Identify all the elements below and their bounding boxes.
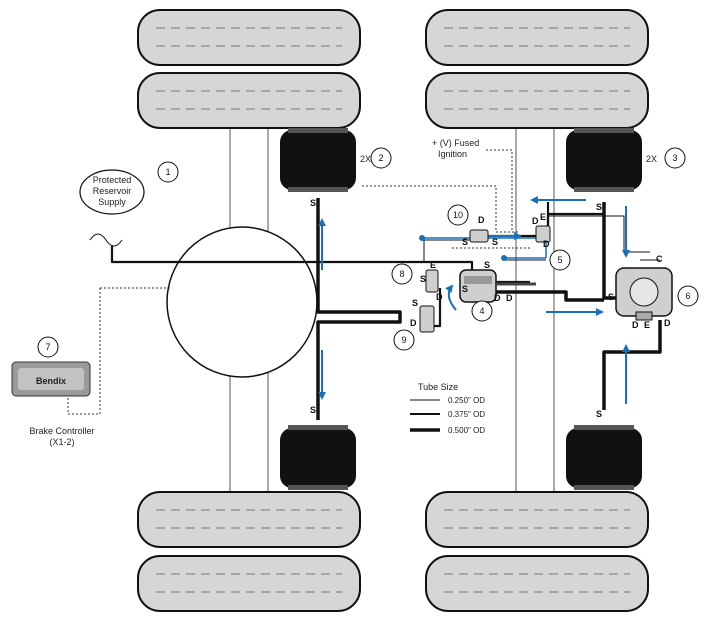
svg-text:D: D: [543, 239, 550, 249]
svg-text:S: S: [492, 237, 498, 247]
wiring: [67, 149, 530, 415]
svg-text:S: S: [596, 202, 602, 212]
tire-rear-left-outer: [137, 555, 361, 612]
tire-rear-right-inner: [425, 491, 649, 548]
reservoir-label-2: Reservoir: [93, 186, 132, 196]
svg-text:S: S: [596, 409, 602, 419]
svg-text:S: S: [310, 198, 316, 208]
air-spring-front-left: [280, 130, 356, 190]
legend-item-0250: 0.250" OD: [448, 396, 485, 405]
air-springs: [280, 128, 642, 490]
callout-6: 6: [685, 291, 690, 301]
air-spring-rear-right: [566, 428, 642, 488]
svg-text:C: C: [656, 254, 663, 264]
svg-text:D: D: [436, 292, 443, 302]
multiplier-right: 2X: [646, 154, 657, 164]
tire-front-right-outer: [425, 9, 649, 66]
relay-valve-6: [615, 267, 673, 321]
svg-text:S: S: [462, 284, 468, 294]
valve-8: [425, 269, 439, 293]
controller-label-2: (X1-2): [49, 437, 74, 447]
leveling-valve-4: [459, 269, 536, 303]
reservoir-label-3: Supply: [98, 197, 126, 207]
callout-8: 8: [399, 269, 404, 279]
valve-components: [419, 225, 673, 333]
callout-4: 4: [479, 306, 484, 316]
ignition-label-1: + (V) Fused: [432, 138, 479, 148]
svg-text:S: S: [484, 260, 490, 270]
callout-2: 2: [378, 153, 383, 163]
svg-text:D: D: [478, 215, 485, 225]
valve-9: [419, 305, 435, 333]
tube-size-legend: Tube Size 0.250" OD 0.375" OD 0.500" OD: [410, 382, 485, 435]
callout-5: 5: [557, 255, 562, 265]
controller-label-1: Brake Controller: [29, 426, 94, 436]
callout-3: 3: [672, 153, 677, 163]
tire-rear-right-outer: [425, 555, 649, 612]
valve-5-small: [535, 225, 551, 243]
ignition-label-2: Ignition: [438, 149, 467, 159]
reservoir-supply: Protected Reservoir Supply: [79, 169, 145, 215]
air-spring-rear-left: [280, 428, 356, 488]
multiplier-left: 2X: [360, 154, 371, 164]
brake-controller-module: Bendix: [11, 361, 91, 397]
svg-text:S: S: [310, 405, 316, 415]
tire-front-left-outer: [137, 9, 361, 66]
tire-rear-left-inner: [137, 491, 361, 548]
svg-text:S: S: [420, 274, 426, 284]
tires: [137, 9, 649, 612]
svg-text:D: D: [532, 216, 539, 226]
tire-front-left-inner: [137, 72, 361, 129]
legend-title: Tube Size: [418, 382, 458, 392]
callout-9: 9: [401, 335, 406, 345]
differential-housing: [166, 226, 318, 378]
tubing-0500: [316, 198, 662, 420]
air-spring-front-right: [566, 130, 642, 190]
bendix-logo: Bendix: [36, 376, 66, 386]
svg-text:D: D: [410, 318, 417, 328]
legend-item-0375: 0.375" OD: [448, 410, 485, 419]
svg-text:S: S: [462, 237, 468, 247]
reservoir-label-1: Protected: [93, 175, 132, 185]
legend-item-0500: 0.500" OD: [448, 426, 485, 435]
svg-text:D: D: [632, 320, 639, 330]
tire-front-right-inner: [425, 72, 649, 129]
svg-text:D: D: [494, 293, 501, 303]
svg-text:S: S: [608, 292, 614, 302]
svg-text:D: D: [506, 293, 513, 303]
svg-text:S: S: [412, 298, 418, 308]
callouts: 1 2 3 4 5 6 7 8 9 10: [37, 147, 699, 358]
callout-10: 10: [453, 210, 463, 220]
valve-10: [469, 229, 489, 243]
svg-text:E: E: [430, 260, 436, 270]
svg-text:D: D: [664, 318, 671, 328]
callout-1: 1: [165, 167, 170, 177]
svg-text:E: E: [540, 212, 546, 222]
callout-7: 7: [45, 342, 50, 352]
tubing-0250: [89, 215, 660, 262]
svg-text:E: E: [644, 320, 650, 330]
port-labels: S S S S D S S D E D E S D S D S S D D S …: [310, 198, 671, 419]
